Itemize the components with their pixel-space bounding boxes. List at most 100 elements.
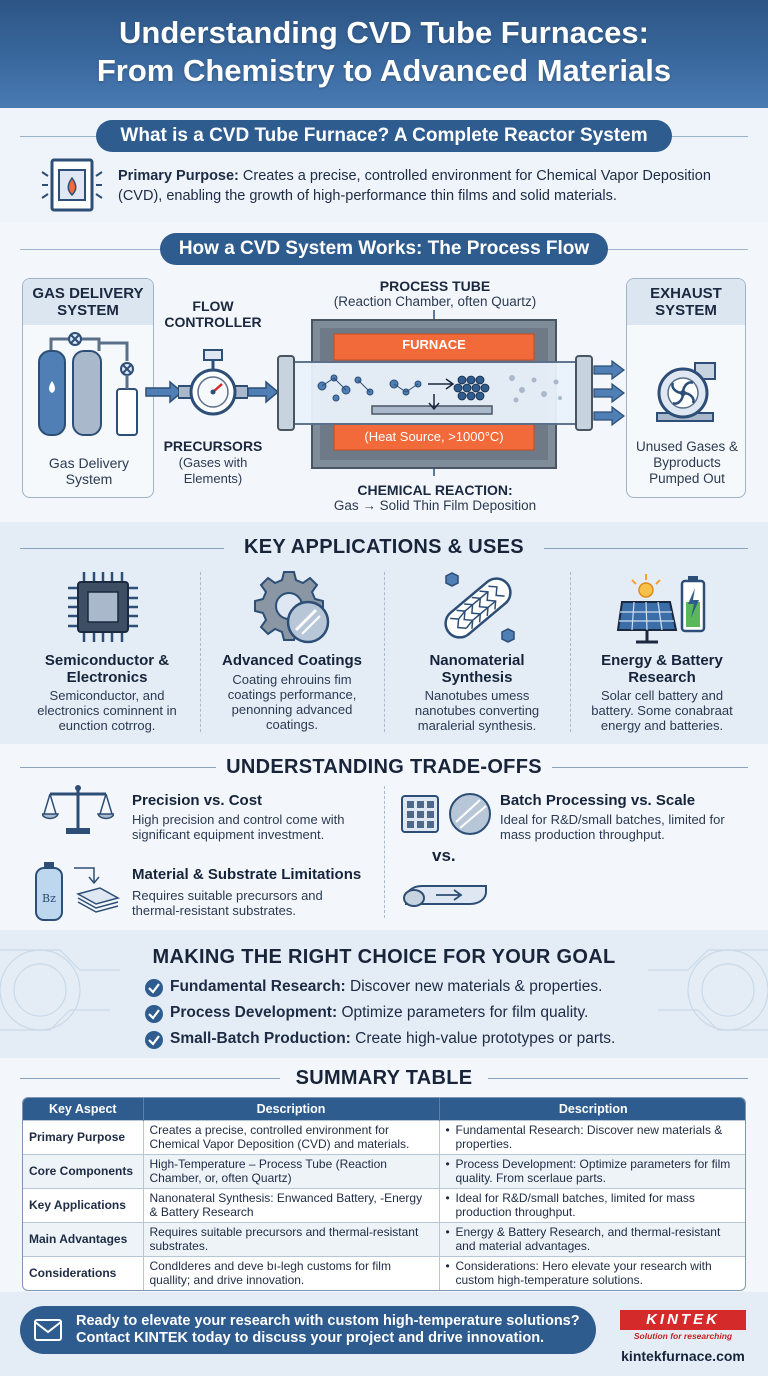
purpose-description: Creates a precise, controlled environmen…: [118, 168, 711, 204]
envelope-icon: [34, 1319, 62, 1341]
divider: [552, 767, 748, 768]
table-cell: High-Temperature – Process Tube (Reactio…: [143, 1153, 440, 1188]
table-bullet: Considerations: Hero elevate your resear…: [446, 1259, 742, 1287]
tradeoff-desc-material: Requires suitable precursors and thermal…: [132, 888, 323, 918]
table-cell-key: Key Applications: [23, 1187, 144, 1222]
table-row: Main Advantages Requires suitable precur…: [23, 1221, 745, 1256]
table-cell-key: Considerations: [23, 1255, 144, 1290]
gas-delivery-heading: GAS DELIVERY SYSTEM: [23, 279, 153, 325]
applications-heading: KEY APPLICATIONS & USES: [244, 536, 524, 558]
purpose-label: Primary Purpose:: [118, 168, 239, 184]
choice-text: Create high-value prototypes or parts.: [355, 1030, 616, 1047]
app-title-coatings: Advanced Coatings: [221, 652, 363, 669]
process-tube-label: PROCESS TUBE: [379, 278, 491, 294]
wafer-batch-icon: [400, 792, 496, 836]
title-line-1: Understanding CVD Tube Furnaces:: [119, 15, 649, 50]
rolled-sheet-icon: [400, 868, 492, 914]
table-cell: Considerations: Hero elevate your resear…: [439, 1255, 745, 1290]
header-banner: Understanding CVD Tube Furnaces: From Ch…: [0, 0, 768, 108]
table-row: Core Components High-Temperature – Proce…: [23, 1153, 745, 1188]
choice-label: Small-Batch Production:: [170, 1030, 351, 1047]
table-cell: Ideal for R&D/small batches, limited for…: [439, 1187, 745, 1222]
summary-table: Key Aspect Description Description Prima…: [22, 1097, 746, 1291]
gas-delivery-box: GAS DELIVERY SYSTEM Gas Delivery System: [22, 278, 154, 498]
cta-line-1: Ready to elevate your research with cust…: [76, 1313, 580, 1329]
precursors-note: (Gases with Elements): [178, 455, 248, 486]
gear-coating-icon: [252, 570, 332, 646]
table-cell-key: Core Components: [23, 1153, 144, 1188]
divider: [488, 1078, 748, 1079]
divider: [544, 548, 748, 549]
process-heading: How a CVD System Works: The Process Flow: [160, 233, 608, 265]
cta-line-2: Contact KINTEK today to discuss your pro…: [76, 1330, 545, 1346]
check-circle-icon: [145, 979, 163, 997]
process-tube-note: (Reaction Chamber, often Quartz): [333, 294, 537, 309]
table-cell: Fundamental Research: Discover new mater…: [439, 1119, 745, 1154]
tradeoffs-heading: UNDERSTANDING TRADE-OFFS: [226, 756, 542, 778]
furnace-icon: [40, 158, 104, 212]
table-header-row: Key Aspect Description Description: [23, 1098, 745, 1120]
divider: [570, 572, 571, 732]
table-cell: Energy & Battery Research, and thermal-r…: [439, 1221, 745, 1256]
divider: [20, 767, 216, 768]
flow-controller-label: FLOW CONTROLLER: [164, 298, 262, 330]
tradeoff-title-material: Material & Substrate Limitations: [132, 866, 362, 883]
tradeoff-title-precision: Precision vs. Cost: [132, 792, 263, 809]
divider: [200, 572, 201, 732]
app-desc-coatings: Coating ehrouins fim coatings performanc…: [227, 672, 357, 732]
contact-cta-button[interactable]: Ready to elevate your research with cust…: [20, 1306, 596, 1354]
table-bullet: Fundamental Research: Discover new mater…: [446, 1123, 742, 1151]
table-row: Primary Purpose Creates a precise, contr…: [23, 1119, 745, 1154]
page-title: Understanding CVD Tube Furnaces: From Ch…: [0, 14, 768, 90]
table-bullet: Process Development: Optimize parameters…: [446, 1157, 742, 1185]
logo-tagline: Solution for researching: [633, 1331, 733, 1341]
cta-text: Ready to elevate your research with cust…: [76, 1313, 586, 1347]
choice-text: Optimize parameters for film quality.: [341, 1004, 589, 1021]
tradeoff-desc-batch: Ideal for R&D/small batches, limited for…: [500, 812, 725, 842]
table-cell: Process Development: Optimize parameters…: [439, 1153, 745, 1188]
app-title-nanomaterial: Nanomaterial Synthesis: [429, 652, 525, 686]
app-desc-semiconductor: Semiconductor, and electronics cominnent…: [37, 688, 177, 733]
choice-text: Discover new materials & properties.: [350, 978, 603, 995]
precursors-label: PRECURSORS: [163, 438, 263, 454]
furnace-label: FURNACE: [402, 337, 466, 352]
flow-controller-icon: [178, 348, 248, 428]
table-row: Considerations Condlderes and deve bı-le…: [23, 1255, 745, 1290]
choice-section: [0, 930, 768, 1058]
check-circle-icon: [145, 1031, 163, 1049]
kintek-logo: KINTEK: [620, 1310, 746, 1330]
precursor-substrate-icon: Bz: [34, 860, 120, 922]
exhaust-pump-icon: [651, 359, 723, 425]
check-circle-icon: [145, 1005, 163, 1023]
cylinder-label: Bz: [42, 892, 56, 905]
nanotube-icon: [436, 570, 520, 646]
exhaust-heading: EXHAUST SYSTEM: [627, 279, 745, 325]
table-bullet: Ideal for R&D/small batches, limited for…: [446, 1191, 742, 1219]
arrow-right-icon: [144, 380, 184, 404]
table-cell: Condlderes and deve bı-legh customs for …: [143, 1255, 440, 1290]
exhaust-box: EXHAUST SYSTEM Unused Gases & Byproducts…: [626, 278, 746, 498]
choice-heading: MAKING THE RIGHT CHOICE FOR YOUR GOAL: [152, 946, 616, 968]
title-line-2: From Chemistry to Advanced Materials: [96, 53, 672, 88]
chemical-reaction-label: CHEMICAL REACTION:: [357, 482, 513, 498]
heat-source-label: (Heat Source, >1000°C): [364, 429, 504, 444]
divider: [384, 572, 385, 732]
table-cell: Requires suitable precursors and thermal…: [143, 1221, 440, 1256]
choice-label: Fundamental Research:: [170, 978, 346, 995]
table-bullet: Energy & Battery Research, and thermal-r…: [446, 1225, 742, 1253]
app-desc-nanomaterial: Nanotubes umess nanotubes converting mar…: [414, 688, 540, 733]
solar-battery-icon: [616, 572, 712, 646]
app-desc-energy: Solar cell battery and battery. Some con…: [591, 688, 733, 733]
chemical-reaction-note: Gas → Solid Thin Film Deposition: [333, 498, 537, 513]
website-link[interactable]: kintekfurnace.com: [621, 1348, 745, 1364]
arrow-right-icon: [246, 380, 280, 404]
balance-scale-icon: [42, 782, 114, 836]
table-row: Key Applications Nanonateral Synthesis: …: [23, 1187, 745, 1222]
exhaust-caption: Unused Gases & Byproducts Pumped Out: [635, 439, 739, 486]
divider: [384, 786, 385, 918]
circuit-decoration-icon: [0, 930, 768, 1058]
divider: [20, 548, 224, 549]
furnace-tube-diagram: [276, 308, 608, 476]
table-cell-key: Main Advantages: [23, 1221, 144, 1256]
app-title-semiconductor: Semiconductor & Electronics: [44, 652, 170, 686]
